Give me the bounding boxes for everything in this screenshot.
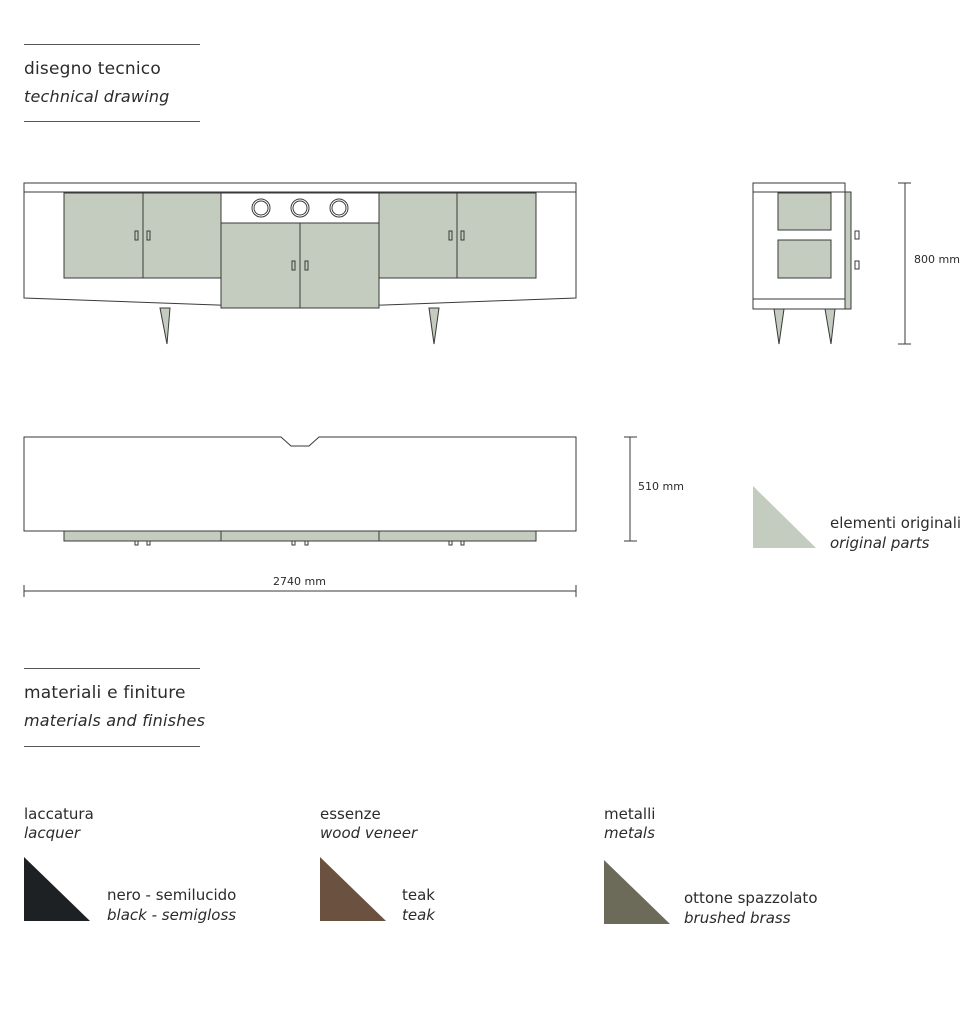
material-category-en: metals (604, 824, 655, 842)
material-category-en: wood veneer (320, 824, 418, 842)
legend-swatch (753, 486, 816, 548)
material-finish-it: ottone spazzolato (684, 889, 818, 907)
material-swatch-lacquer (24, 857, 90, 921)
material-category-it: laccatura (24, 805, 94, 823)
top-rule-upper (24, 44, 200, 45)
material-finish-it: nero - semilucido (107, 886, 237, 904)
material-swatch-metal (604, 860, 670, 924)
materials-title-it: materiali e finiture (24, 683, 186, 703)
materials-rule-upper (24, 668, 200, 669)
materials-title-en: materials and finishes (24, 711, 206, 730)
material-category-it: essenze (320, 805, 381, 823)
dimension-depth: 510 mm (638, 480, 684, 493)
material-finish-en: black - semigloss (107, 906, 237, 924)
dimension-height: 800 mm (914, 253, 960, 266)
drawing-title-it: disegno tecnico (24, 59, 161, 79)
dimension-width: 2740 mm (273, 575, 326, 588)
materials-rule-lower (24, 746, 200, 747)
legend-label-en: original parts (830, 534, 930, 552)
material-category-it: metalli (604, 805, 656, 823)
top-view (23, 436, 637, 597)
material-category-en: lacquer (24, 824, 81, 842)
top-rule-lower (24, 121, 200, 122)
legend-label-it: elementi originali (830, 514, 962, 532)
front-view (23, 182, 577, 345)
material-finish-en: brushed brass (684, 909, 791, 927)
side-view (752, 182, 911, 345)
material-finish-en: teak (402, 906, 435, 924)
material-finish-it: teak (402, 886, 435, 904)
material-swatch-wood (320, 857, 386, 921)
drawing-title-en: technical drawing (24, 87, 170, 106)
